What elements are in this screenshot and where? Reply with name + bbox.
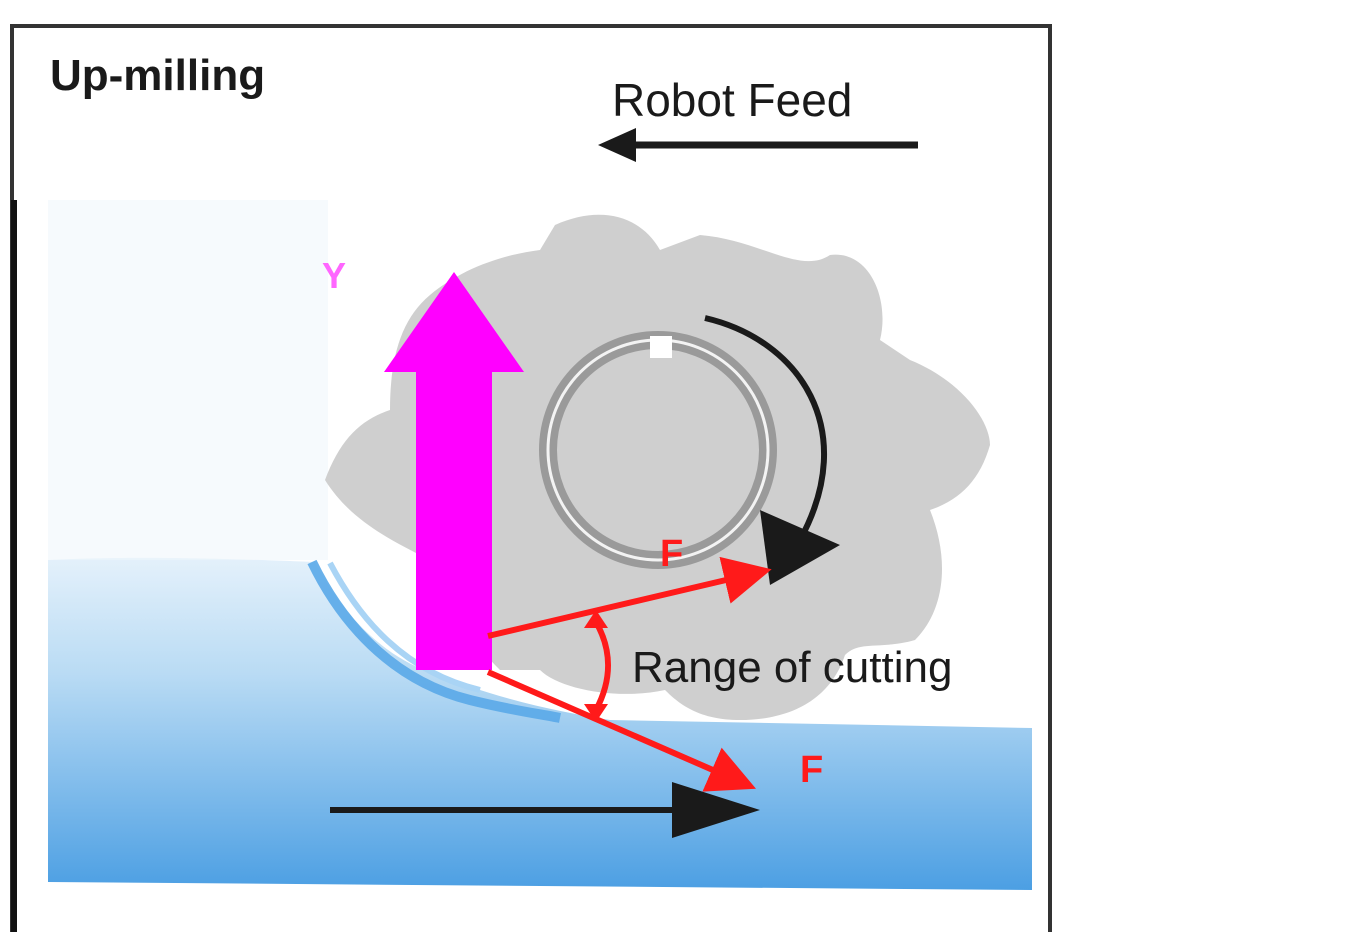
diagram-title: Up-milling bbox=[50, 51, 265, 100]
rotation-arrow-icon bbox=[704, 315, 840, 585]
y-force-arrow bbox=[384, 272, 524, 670]
force-arrows bbox=[486, 556, 772, 792]
robot-feed-arrow bbox=[598, 128, 918, 162]
cutting-range-arc bbox=[593, 620, 611, 712]
chip bbox=[307, 559, 561, 723]
robot-feed-label: Robot Feed bbox=[612, 74, 852, 126]
upper-force-label: F bbox=[660, 533, 683, 575]
workpiece bbox=[48, 200, 1032, 890]
range-of-cutting-label: Range of cutting bbox=[632, 643, 952, 692]
lower-force-label: F bbox=[800, 749, 823, 791]
upper-force-arrow bbox=[487, 556, 772, 639]
lower-force-arrow bbox=[486, 669, 757, 792]
feed-direction-arrow bbox=[330, 782, 760, 838]
y-axis-label: Y bbox=[322, 255, 346, 296]
